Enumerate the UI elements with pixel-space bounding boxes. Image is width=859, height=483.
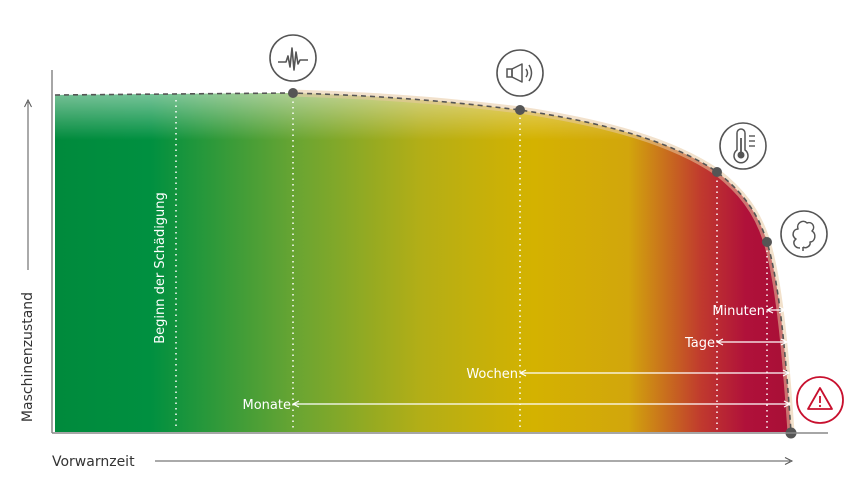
months-label: Monate xyxy=(243,398,291,413)
weeks-label: Wochen xyxy=(466,367,518,382)
sound-icon xyxy=(496,49,544,97)
temperature-icon xyxy=(719,122,767,170)
smoke-icon xyxy=(780,210,828,258)
y-axis-label: Maschinenzustand xyxy=(20,292,36,422)
condition-curve xyxy=(54,92,792,433)
x-axis-arrowhead xyxy=(784,457,794,465)
vibration-point xyxy=(288,88,298,98)
x-axis-label: Vorwarnzeit xyxy=(52,454,135,470)
smoke-point xyxy=(762,237,772,247)
failure-warning-icon xyxy=(796,376,844,424)
minutes-label: Minuten xyxy=(712,304,765,319)
y-axis-arrowhead xyxy=(24,98,32,108)
onset-label: Beginn der Schädigung xyxy=(153,192,168,344)
sound-point xyxy=(515,105,525,115)
days-label: Tage xyxy=(684,336,715,351)
condition-area-highlight xyxy=(55,93,767,300)
vibration-icon xyxy=(269,34,317,82)
temperature-point xyxy=(712,167,722,177)
